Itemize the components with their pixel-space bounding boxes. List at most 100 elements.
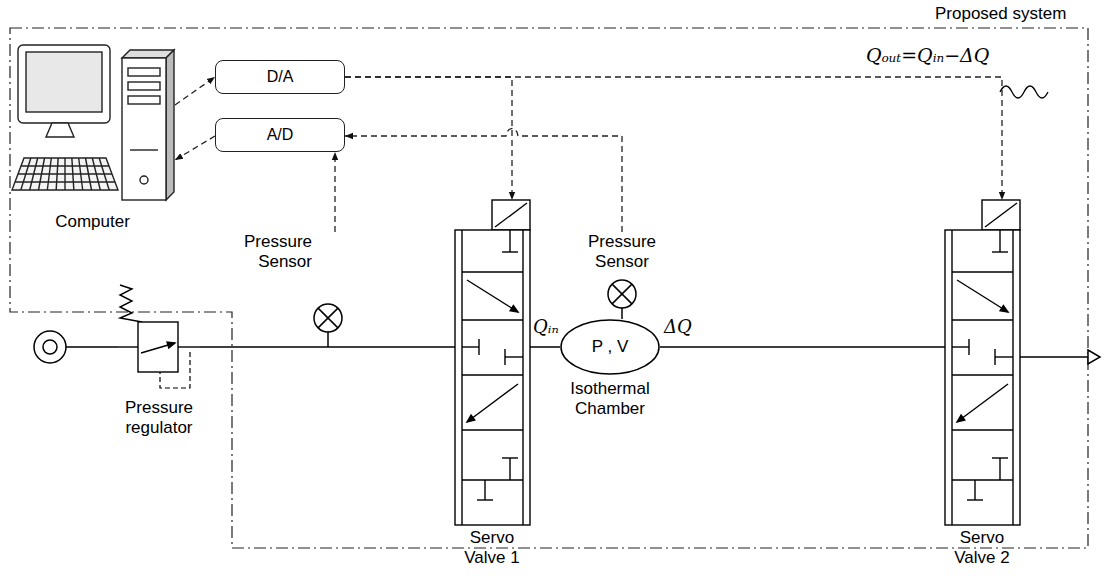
supply-pipe — [66, 346, 118, 348]
servo-valve — [455, 200, 530, 525]
port-block — [999, 230, 1000, 252]
port-block — [504, 349, 505, 365]
valve-body — [455, 230, 530, 525]
port-block — [992, 457, 1008, 458]
flow-symbol: Qᵢₙ — [533, 316, 559, 337]
flow-symbol: Qᵢₙ — [533, 316, 559, 337]
valve-section — [952, 429, 1013, 430]
port-block — [502, 251, 518, 252]
port-block — [994, 349, 995, 365]
part-label: Pressure Sensor — [232, 232, 312, 271]
power-button — [140, 176, 148, 184]
pressure-sensor — [608, 280, 636, 308]
converter-box: A/D — [215, 118, 345, 152]
air-pipe — [530, 346, 560, 348]
flow-equation: Qₒᵤₜ=Qᵢₙ−ΔQ — [866, 44, 989, 66]
signal-line — [334, 152, 335, 232]
valve-section — [462, 319, 523, 320]
valve-body — [522, 230, 523, 525]
solenoid-coil — [495, 203, 527, 227]
part-label: Pressure Sensor — [572, 232, 672, 271]
flow-arrow — [1000, 305, 1008, 312]
port-block — [484, 480, 485, 500]
flow-equation: Qₒᵤₜ=Qᵢₙ−ΔQ — [866, 44, 989, 66]
port-block — [967, 499, 983, 500]
sensor-cross — [612, 284, 632, 304]
pipe — [118, 346, 138, 347]
servo-valve — [945, 200, 1020, 525]
drive-bay — [128, 68, 160, 76]
valve-section — [462, 374, 523, 375]
valve-section — [462, 479, 523, 480]
valve-section — [952, 271, 1013, 272]
sensor-cross — [318, 308, 338, 328]
keyboard-keys — [64, 158, 65, 190]
keyboard-keys — [99, 158, 109, 190]
system-boundary — [10, 28, 1088, 548]
air-pipe — [621, 308, 623, 319]
pressure-regulator: Pressure regulator — [118, 283, 200, 390]
pressure-sensor: Pressure Sensor — [572, 232, 672, 308]
air-pipe — [200, 346, 455, 348]
converter-box: D/A — [215, 60, 345, 94]
converter-label: D/A — [267, 68, 294, 86]
part-label: Servo Valve 2 — [947, 528, 1017, 567]
flow-arrow — [141, 343, 175, 353]
port-block — [477, 499, 493, 500]
air-source — [34, 331, 118, 363]
keyboard-keys — [30, 158, 38, 190]
valve-body — [461, 230, 462, 525]
port-block — [462, 346, 479, 347]
servo-valve — [945, 200, 1020, 525]
flow-arrow — [510, 305, 518, 312]
solenoid — [492, 200, 530, 230]
signal-line — [345, 77, 1002, 200]
sensor-cross — [318, 308, 338, 328]
drive-bay — [128, 96, 160, 104]
part-label: Isothermal Chamber — [555, 379, 665, 418]
monitor — [18, 45, 110, 123]
pressure-sensor — [608, 280, 636, 308]
signal-line — [345, 77, 512, 200]
keyboard-keys — [92, 158, 100, 190]
solenoid — [982, 200, 1020, 230]
valve-section — [952, 479, 1013, 480]
flow-arrow — [467, 384, 518, 422]
pipe — [178, 346, 200, 347]
monitor-stand — [46, 123, 74, 137]
flow-arrow — [467, 415, 475, 422]
keyboard-keys — [86, 158, 92, 190]
flow-arrow — [957, 415, 965, 422]
exhaust-pipe — [1020, 356, 1088, 358]
air-source — [43, 340, 57, 354]
screen — [26, 52, 102, 112]
signal-line — [345, 129, 622, 233]
part-label: Computer — [10, 212, 175, 232]
system-boundary — [10, 28, 1088, 548]
exhaust-symbol — [1088, 350, 1100, 364]
flow-arrow — [957, 280, 1008, 312]
drive-bay — [128, 82, 160, 90]
regulator-body — [138, 322, 178, 372]
port-block — [478, 339, 479, 355]
port-block — [509, 458, 510, 480]
flow-symbol: ΔQ — [664, 316, 692, 337]
valve-body — [1012, 230, 1013, 525]
pressure-regulator — [118, 285, 200, 372]
keyboard-keys — [72, 158, 74, 190]
port-block — [999, 458, 1000, 480]
tower-side — [166, 50, 174, 200]
keyboard-keys — [79, 158, 83, 190]
computer-icon — [12, 45, 174, 200]
valve-section — [462, 271, 523, 272]
pressure-sensor — [314, 304, 342, 332]
signal-line — [175, 136, 215, 160]
state-symbol: P , V — [560, 319, 660, 375]
tower-side — [122, 50, 174, 58]
part-label: Servo Valve 1 — [457, 528, 527, 567]
computer-icon: Computer — [10, 40, 175, 245]
keyboard — [12, 158, 118, 190]
valve-section — [462, 429, 523, 430]
servo-valve — [455, 200, 530, 525]
